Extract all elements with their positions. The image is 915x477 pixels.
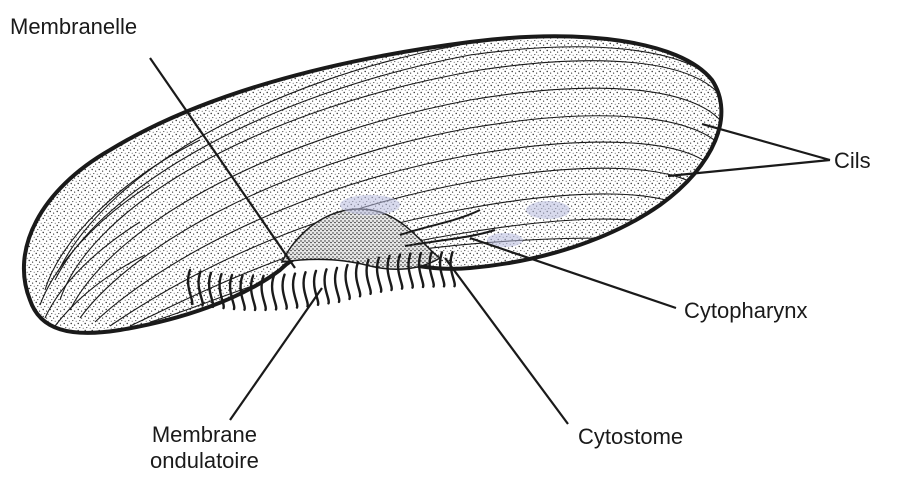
label-membrane-line2: ondulatoire — [150, 448, 259, 474]
membranelle — [272, 275, 276, 309]
membranelle — [283, 275, 287, 309]
label-cils: Cils — [834, 148, 871, 174]
membranelle — [325, 269, 329, 303]
leader-cytostome — [445, 258, 568, 424]
label-membrane-ondulatoire: Membrane ondulatoire — [150, 422, 259, 474]
label-cytopharynx: Cytopharynx — [684, 298, 808, 324]
membranelle — [346, 265, 350, 299]
leader-cils-upper — [702, 124, 830, 160]
membranelle — [356, 262, 360, 296]
membranelle — [335, 268, 339, 302]
membranelle — [304, 272, 308, 306]
label-membranelle: Membranelle — [10, 14, 137, 40]
membranelle — [293, 274, 297, 308]
label-membrane-line1: Membrane — [150, 422, 259, 448]
label-cytostome: Cytostome — [578, 424, 683, 450]
